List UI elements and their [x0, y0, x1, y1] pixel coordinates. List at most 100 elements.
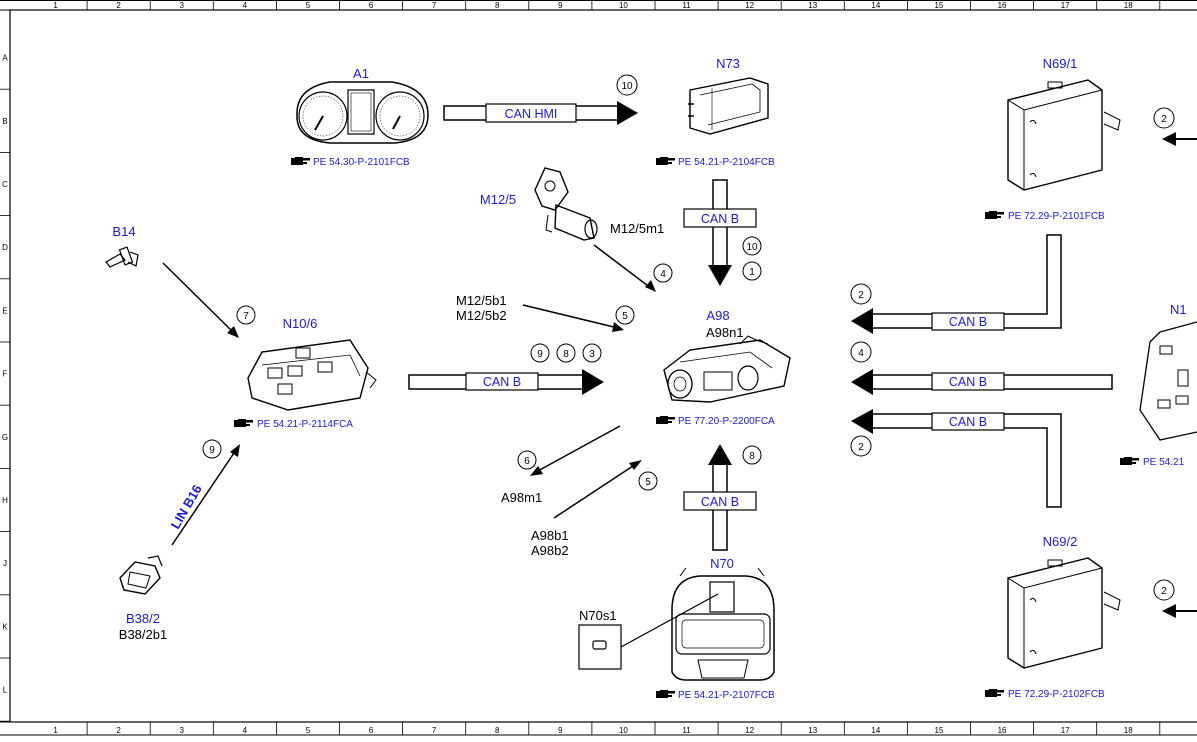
- n70s1-switch-icon: [578, 624, 622, 670]
- m12-5-motor-icon: [534, 167, 598, 241]
- ref-N69-1[interactable]: PE 72.29-P-2101FCB: [1008, 211, 1105, 222]
- bus-label-can-b-n70: CAN B: [701, 495, 739, 509]
- label-N69-2: N69/2: [1043, 534, 1078, 549]
- b38-2-sensor-icon: [119, 555, 163, 595]
- grid-row-H: H: [2, 496, 8, 505]
- label-A98m1: A98m1: [501, 490, 542, 505]
- grid-col-bottom-6: 6: [369, 726, 374, 735]
- pointing-hand-icon: [234, 419, 253, 427]
- label-A98n1: A98n1: [706, 325, 744, 340]
- n73-module-icon: [688, 77, 769, 135]
- grid-col-bottom-16: 16: [998, 726, 1007, 735]
- label-A98: A98: [706, 308, 729, 323]
- n10-6-module-icon: [247, 339, 377, 411]
- grid-col-top-4: 4: [243, 1, 248, 10]
- grid-col-top-9: 9: [558, 1, 563, 10]
- pointing-hand-icon: [656, 690, 675, 698]
- grid-col-top-3: 3: [180, 1, 185, 10]
- label-M12-5b1: M12/5b1: [456, 293, 507, 308]
- n69-2-module-icon: [1007, 557, 1121, 669]
- pointing-hand-icon: [656, 157, 675, 165]
- callout-10-top: 10: [621, 81, 633, 92]
- grid-col-bottom-4: 4: [243, 726, 248, 735]
- ref-N73[interactable]: PE 54.21-P-2104FCB: [678, 157, 775, 168]
- callout-2-n69-2: 2: [1161, 586, 1167, 597]
- grid-col-bottom-9: 9: [558, 726, 563, 735]
- bus-label-can-b-n73: CAN B: [701, 212, 739, 226]
- label-B38-2: B38/2: [126, 611, 160, 626]
- grid-col-bottom-10: 10: [619, 726, 628, 735]
- label-N10-6: N10/6: [283, 316, 318, 331]
- grid-col-top-12: 12: [745, 1, 754, 10]
- ref-N10-6[interactable]: PE 54.21-P-2114FCA: [257, 419, 353, 430]
- pointing-hand-icon: [985, 211, 1004, 219]
- grid-col-bottom-13: 13: [808, 726, 817, 735]
- n1-module-icon: [1139, 321, 1197, 441]
- grid-col-top-10: 10: [619, 1, 628, 10]
- label-M12-5m1: M12/5m1: [610, 221, 664, 236]
- can-b-arrow-from-n69-1: [851, 234, 1062, 334]
- n69-1-module-icon: [1007, 79, 1121, 191]
- b14-sensor-icon: [105, 246, 139, 268]
- ref-A98[interactable]: PE 77.20-P-2200FCA: [678, 416, 775, 427]
- bus-label-can-b-n69-2: CAN B: [949, 415, 987, 429]
- callout-2-lower: 2: [858, 442, 864, 453]
- can-b-arrow-from-n73: [683, 179, 757, 286]
- callout-4-n1: 4: [858, 348, 864, 359]
- grid-col-top-13: 13: [808, 1, 817, 10]
- grid-row-K: K: [2, 622, 8, 631]
- callout-9-lin: 9: [209, 445, 215, 456]
- callout-4-m12-5: 4: [660, 269, 666, 280]
- grid-col-top-15: 15: [934, 1, 943, 10]
- grid-col-top-1: 1: [53, 1, 58, 10]
- instrument-cluster-icon: [296, 81, 429, 144]
- grid-row-D: D: [2, 243, 8, 252]
- grid-col-bottom-5: 5: [306, 726, 311, 735]
- grid-col-bottom-2: 2: [116, 726, 121, 735]
- callout-10-n73: 10: [746, 242, 758, 253]
- label-A98b1: A98b1: [531, 528, 569, 543]
- callout-9-can: 9: [537, 349, 543, 360]
- grid-col-bottom-15: 15: [934, 726, 943, 735]
- label-N69-1: N69/1: [1043, 56, 1078, 71]
- label-M12-5b2: M12/5b2: [456, 308, 507, 323]
- label-A1: A1: [353, 66, 369, 81]
- can-b-arrow-from-n70: [683, 444, 757, 551]
- grid-col-bottom-11: 11: [682, 726, 691, 735]
- label-M12-5: M12/5: [480, 192, 516, 207]
- grid-col-bottom-1: 1: [53, 726, 58, 735]
- ref-N69-2[interactable]: PE 72.29-P-2102FCB: [1008, 689, 1105, 700]
- grid-col-top-16: 16: [998, 1, 1007, 10]
- callout-3: 3: [589, 349, 595, 360]
- label-B14: B14: [112, 224, 135, 239]
- grid-col-top-14: 14: [871, 1, 880, 10]
- grid-col-bottom-18: 18: [1124, 726, 1133, 735]
- ref-A1[interactable]: PE 54.30-P-2101FCB: [313, 157, 410, 168]
- grid-col-top-2: 2: [116, 1, 121, 10]
- callout-7: 7: [243, 311, 249, 322]
- grid-col-bottom-8: 8: [495, 726, 500, 735]
- grid-col-top-17: 17: [1061, 1, 1070, 10]
- label-N73: N73: [716, 56, 740, 71]
- label-B38-2b1: B38/2b1: [119, 627, 167, 642]
- grid-col-bottom-3: 3: [180, 726, 185, 735]
- can-hmi-arrow: [443, 101, 638, 125]
- label-N1: N1: [1170, 302, 1187, 317]
- ref-N1[interactable]: PE 54.21: [1143, 457, 1185, 468]
- n70-overhead-module-icon: [671, 567, 775, 681]
- callout-5-lower: 5: [645, 477, 651, 488]
- grid-row-F: F: [3, 370, 8, 379]
- grid-row-A: A: [2, 54, 8, 63]
- ref-N70[interactable]: PE 54.21-P-2107FCB: [678, 690, 775, 701]
- callout-5-upper: 5: [622, 311, 628, 322]
- label-A98b2: A98b2: [531, 543, 569, 558]
- grid-col-bottom-17: 17: [1061, 726, 1070, 735]
- bus-label-can-b-n10-6: CAN B: [483, 375, 521, 389]
- grid-col-bottom-7: 7: [432, 726, 437, 735]
- pointing-hand-icon: [1120, 457, 1139, 465]
- can-b-arrow-from-n10-6: [408, 369, 604, 395]
